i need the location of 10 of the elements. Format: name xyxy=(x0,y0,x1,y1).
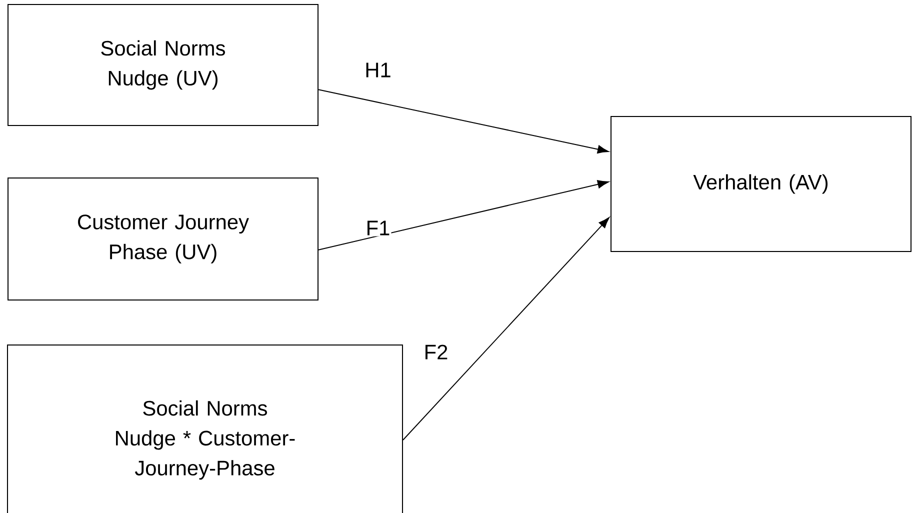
variable-box: Social Norms Nudge (UV) xyxy=(8,4,318,126)
edge-label: F1 xyxy=(364,220,392,236)
arrow xyxy=(318,180,609,250)
variable-box: Verhalten (AV) xyxy=(610,116,912,252)
arrow xyxy=(402,217,610,440)
arrow xyxy=(318,89,609,154)
variable-box: Social Norms Nudge * Customer-Journey-Phase xyxy=(7,344,403,513)
edge-label: H1 xyxy=(364,62,392,78)
variable-box: Customer Journey Phase (UV) xyxy=(8,178,318,300)
edge-label: F2 xyxy=(422,344,450,360)
